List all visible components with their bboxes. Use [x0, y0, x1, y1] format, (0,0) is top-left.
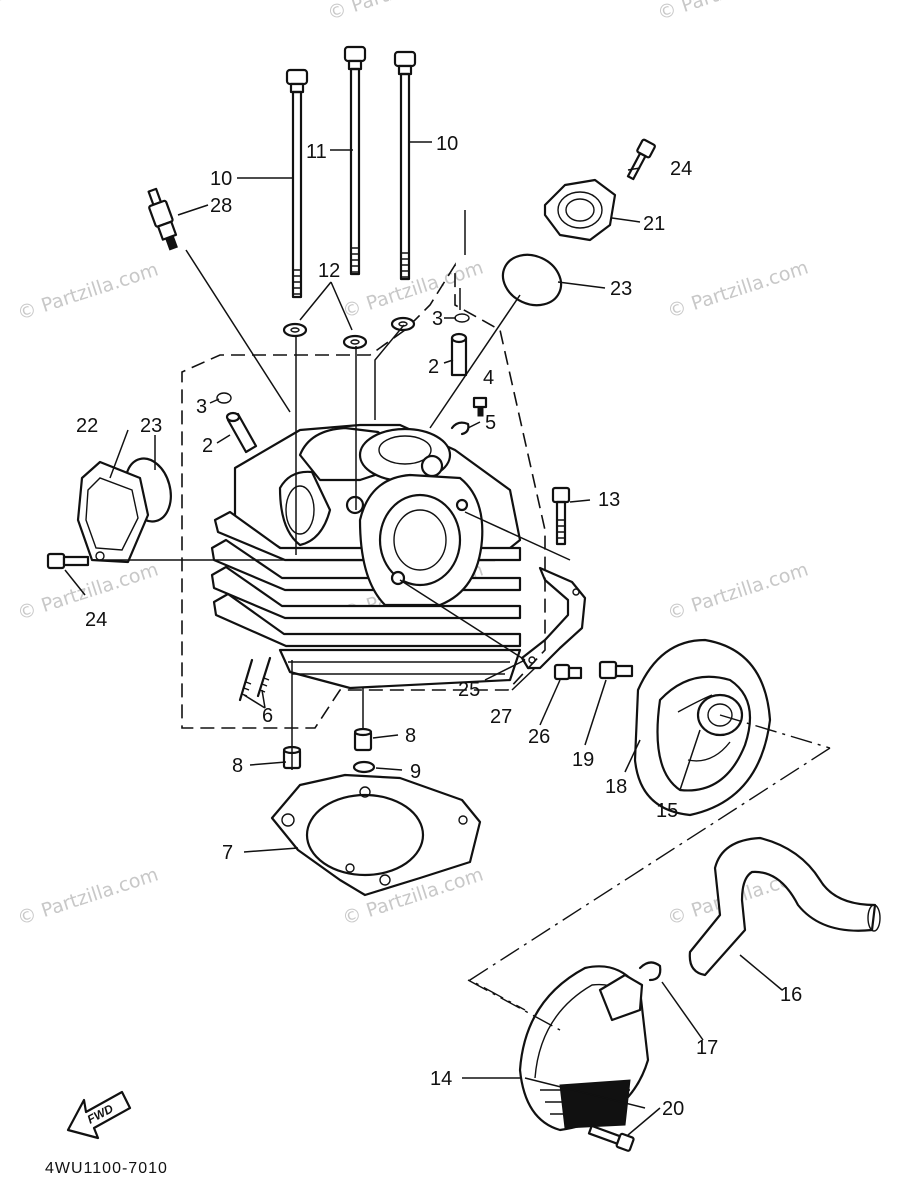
watermark: © Partzilla.com — [15, 259, 161, 325]
dowel-right — [353, 727, 373, 752]
callout-26: 26 — [528, 726, 550, 748]
watermark: © Partzilla.com — [0, 0, 81, 25]
callouts: 10 11 10 28 24 21 12 23 3 2 4 5 3 2 22 2… — [76, 133, 802, 1120]
diagram-code: 4WU1100-7010 — [45, 1160, 168, 1177]
watermark: © Partzilla.com — [15, 864, 161, 930]
watermark: © Partzilla.com — [340, 257, 486, 323]
callout-20: 20 — [662, 1098, 684, 1120]
head-bolt-left — [285, 68, 309, 299]
callout-8-left: 8 — [232, 755, 243, 777]
side-cover — [633, 638, 772, 817]
cylinder-head — [210, 423, 522, 702]
callout-19: 19 — [572, 749, 594, 771]
ref-line-sidecover — [719, 714, 831, 749]
callout-7: 7 — [222, 842, 233, 864]
gasket-23-right — [501, 253, 563, 307]
callout-21: 21 — [643, 213, 665, 235]
o-ring-9 — [352, 760, 376, 774]
callout-10-right: 10 — [436, 133, 458, 155]
callout-25: 25 — [458, 679, 480, 701]
watermark: © Partzilla.com — [665, 559, 811, 625]
bolt-24-top — [626, 138, 656, 181]
callout-23-left: 23 — [140, 415, 162, 437]
bolt-19 — [598, 660, 634, 680]
hose-end — [867, 904, 881, 932]
clip-17 — [638, 961, 662, 982]
callout-27: 27 — [490, 706, 512, 728]
head-gasket — [270, 773, 482, 897]
callout-24-left: 24 — [85, 609, 107, 631]
callout-3-left: 3 — [196, 396, 207, 418]
callout-17: 17 — [696, 1037, 718, 1059]
bolt-24-left — [46, 552, 90, 570]
callout-2-left: 2 — [202, 435, 213, 457]
callout-5: 5 — [485, 412, 496, 434]
callout-16: 16 — [780, 984, 802, 1006]
bolt-20 — [587, 1124, 635, 1152]
cover-22 — [76, 457, 172, 564]
screw-4 — [472, 396, 488, 417]
watermark: © Partzilla.com — [325, 0, 471, 25]
callout-8-right: 8 — [405, 725, 416, 747]
callout-6: 6 — [262, 705, 273, 727]
callout-4: 4 — [483, 367, 494, 389]
cover-14 — [518, 965, 650, 1132]
callout-14: 14 — [430, 1068, 452, 1090]
callout-12: 12 — [318, 260, 340, 282]
leader-lines — [64, 141, 783, 1136]
ref-line-cover — [467, 747, 831, 1031]
side-gasket — [520, 566, 587, 670]
callout-24-top: 24 — [670, 158, 692, 180]
callout-10-left: 10 — [210, 168, 232, 190]
breather-hose — [688, 836, 877, 977]
callout-22: 22 — [76, 415, 98, 437]
clip-5 — [450, 421, 470, 436]
callout-9: 9 — [410, 761, 421, 783]
head-bolt-center — [343, 45, 367, 276]
callout-3-right: 3 — [432, 308, 443, 330]
callout-23-right: 23 — [610, 278, 632, 300]
bolt-13 — [551, 486, 571, 546]
callout-18: 18 — [605, 776, 627, 798]
callout-13: 13 — [598, 489, 620, 511]
fwd-arrow: FWD — [66, 1090, 132, 1140]
bolt-26 — [553, 663, 583, 681]
assembly-boundary — [181, 262, 546, 729]
head-bolt-right — [393, 50, 417, 281]
watermark: © Partzilla.com — [655, 0, 801, 25]
watermark: © Partzilla.com — [665, 257, 811, 323]
callout-11: 11 — [306, 141, 327, 163]
callout-2-right: 2 — [428, 356, 439, 378]
valve-parts-left — [216, 392, 258, 454]
callout-28: 28 — [210, 195, 232, 217]
cap-21 — [543, 178, 617, 242]
washers — [282, 316, 416, 350]
spark-plug — [147, 187, 178, 251]
callout-15: 15 — [656, 800, 678, 822]
valve-parts-right — [450, 313, 470, 377]
